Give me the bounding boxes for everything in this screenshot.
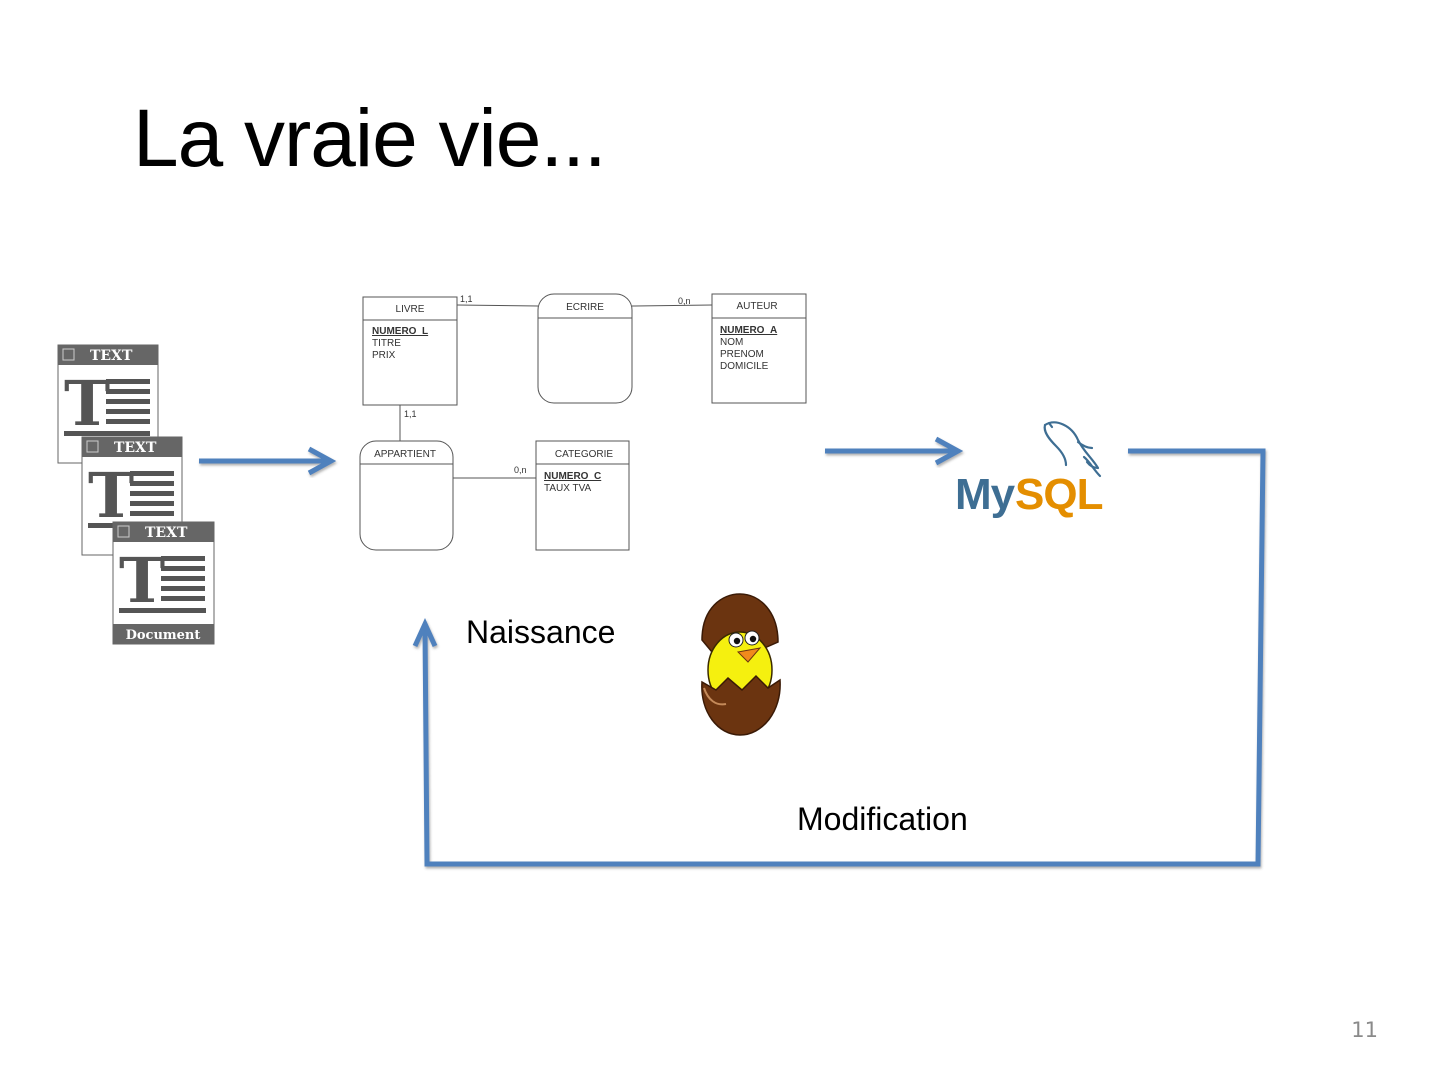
birth-label: Naissance	[466, 614, 616, 650]
entity-auteur	[711, 293, 807, 404]
association-appartient	[359, 440, 454, 551]
page-number: 11	[1351, 1018, 1378, 1042]
entity-categorie-key: NUMERO_C	[544, 471, 601, 482]
entity-categorie-name: CATEGORIE	[555, 449, 613, 460]
mysql-logo: My SQL TM	[955, 421, 1104, 519]
entity-auteur-attr: PRENOM	[720, 349, 764, 360]
entity-livre-key: NUMERO_L	[372, 326, 428, 337]
svg-text:T: T	[88, 459, 134, 532]
entity-auteur-key: NUMERO_A	[720, 325, 777, 336]
cardinality-label: 0,n	[514, 465, 527, 475]
svg-text:SQL: SQL	[1015, 470, 1103, 519]
arrow-model-to-mysql	[825, 436, 964, 466]
svg-text:Document: Document	[126, 628, 201, 643]
cardinality-label: 1,1	[460, 294, 473, 304]
cardinality-label: 0,n	[678, 296, 691, 306]
entity-livre-attr: TITRE	[372, 338, 401, 349]
svg-text:T: T	[64, 367, 110, 440]
entity-categorie-attr: TAUX TVA	[544, 483, 592, 494]
text-document-icon: TEXT T	[57, 344, 159, 464]
svg-text:TM: TM	[1092, 505, 1099, 511]
slide-title: La vraie vie...	[133, 93, 607, 184]
association-appartient-name: APPARTIENT	[374, 449, 436, 460]
arrow-modification-loop	[412, 448, 1266, 867]
entity-livre	[362, 296, 458, 406]
entity-livre-attr: PRIX	[372, 350, 396, 361]
entity-auteur-name: AUTEUR	[736, 301, 777, 312]
modification-label: Modification	[797, 801, 968, 837]
entity-livre-name: LIVRE	[396, 304, 425, 315]
association-ecrire-name: ECRIRE	[566, 302, 604, 313]
association-ecrire	[537, 293, 633, 404]
text-document-icon: TEXT T Document	[112, 521, 215, 645]
cardinality-label: 1,1	[404, 409, 417, 419]
arrow-documents-to-model	[199, 446, 337, 476]
svg-text:TEXT: TEXT	[114, 440, 157, 456]
conceptual-data-model	[359, 293, 807, 551]
hatching-chick-icon	[701, 593, 781, 736]
text-document-icon: TEXT T	[81, 436, 183, 556]
entity-categorie	[535, 440, 630, 551]
mysql-dolphin-icon	[1043, 421, 1102, 478]
svg-text:My: My	[955, 470, 1016, 519]
entity-auteur-attr: NOM	[720, 337, 743, 348]
svg-text:TEXT: TEXT	[145, 525, 188, 541]
svg-text:T: T	[119, 544, 165, 617]
entity-auteur-attr: DOMICILE	[720, 361, 769, 372]
svg-text:TEXT: TEXT	[90, 348, 133, 364]
